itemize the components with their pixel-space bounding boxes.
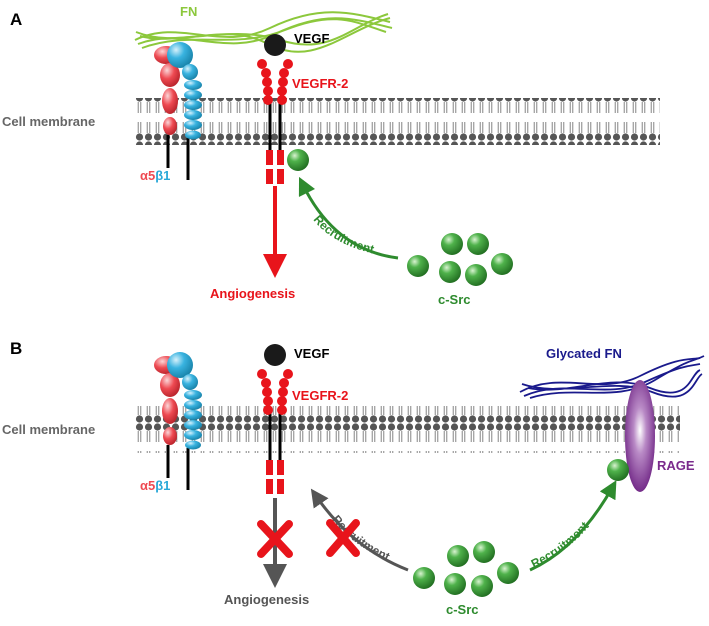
vegfr2-receptor: [257, 369, 293, 494]
fn-label: FN: [180, 4, 197, 19]
panel-a-letter: A: [10, 10, 22, 29]
vegfr2-label: VEGFR-2: [292, 76, 348, 91]
rage-recruitment-arrow: [529, 480, 617, 572]
membrane-label: Cell membrane: [2, 114, 95, 129]
recruitment-label: Recruitment: [529, 519, 592, 571]
cell-membrane: [135, 98, 660, 145]
panel-b-letter: B: [10, 339, 22, 358]
glycated-fn-fibers: [519, 355, 705, 399]
integrin-label: α5β1: [140, 168, 170, 183]
panel-a: A FN Cell membrane: [2, 4, 660, 307]
vegf-ligand: [264, 344, 286, 366]
rage-receptor: [625, 380, 655, 492]
vegfr2-receptor: [257, 59, 293, 184]
vegfr2-label: VEGFR-2: [292, 388, 348, 403]
angiogenesis-label: Angiogenesis: [224, 592, 309, 607]
csrc-label: c-Src: [446, 602, 479, 617]
cell-membrane: [135, 406, 680, 453]
csrc-label: c-Src: [438, 292, 471, 307]
integrin-label: α5β1: [140, 478, 170, 493]
recruitment-label: Recruitment: [311, 212, 376, 256]
integrin-alpha5-beta1: [154, 352, 202, 490]
vegf-label: VEGF: [294, 31, 329, 46]
panel-b: B Cell membrane Glycated FN RAGE: [2, 339, 705, 617]
csrc-cluster: [413, 541, 519, 597]
glycated-fn-label: Glycated FN: [546, 346, 622, 361]
recruited-csrc: [287, 149, 309, 171]
recruitment-arrow: [298, 176, 399, 260]
rage-bound-csrc: [607, 459, 629, 481]
block-x-mark: [257, 520, 293, 558]
block-x-mark: [326, 519, 360, 557]
vegf-label: VEGF: [294, 346, 329, 361]
integrin-alpha5-beta1: [154, 42, 202, 180]
csrc-cluster: [407, 233, 513, 286]
rage-label: RAGE: [657, 458, 695, 473]
vegf-ligand: [264, 34, 286, 56]
angiogenesis-label: Angiogenesis: [210, 286, 295, 301]
blocked-recruitment-arrow: [310, 488, 409, 572]
membrane-label: Cell membrane: [2, 422, 95, 437]
